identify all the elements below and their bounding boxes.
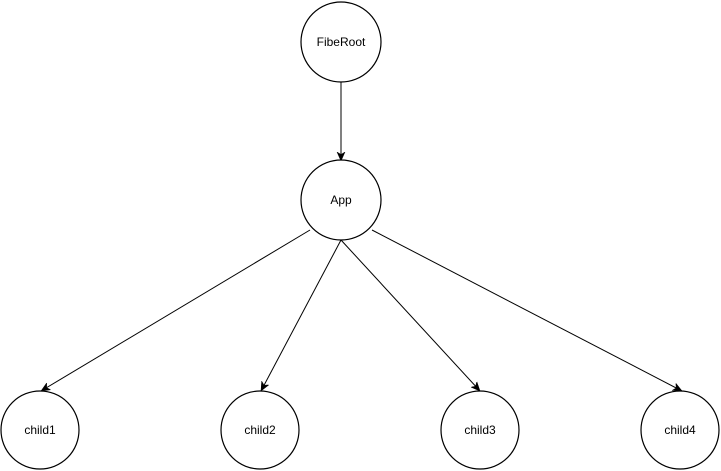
- node-app-circle: [300, 159, 382, 241]
- node-child1-label: child1: [24, 423, 56, 437]
- node-fiberroot-label: FibeRoot: [317, 35, 366, 49]
- node-child1-circle: [0, 390, 80, 470]
- node-app: App: [300, 159, 382, 241]
- node-child3-label: child3: [464, 423, 496, 437]
- edge-app-child2: [260, 239, 342, 391]
- edge-app-child4: [371, 229, 682, 392]
- node-child4: child4: [640, 390, 720, 470]
- node-app-label: App: [330, 193, 352, 207]
- node-child4-label: child4: [664, 423, 696, 437]
- node-child2-label: child2: [244, 423, 276, 437]
- node-child4-circle: [640, 390, 720, 470]
- node-fiberroot-circle: [300, 1, 382, 83]
- edge-app-child1: [41, 229, 311, 392]
- node-child2: child2: [220, 390, 300, 470]
- node-child3-circle: [440, 390, 520, 470]
- node-child2-circle: [220, 390, 300, 470]
- edges: [41, 81, 682, 391]
- node-child3: child3: [440, 390, 520, 470]
- node-child1: child1: [0, 390, 80, 470]
- node-fiberroot: FibeRoot: [300, 1, 382, 83]
- edge-app-child3: [340, 239, 480, 391]
